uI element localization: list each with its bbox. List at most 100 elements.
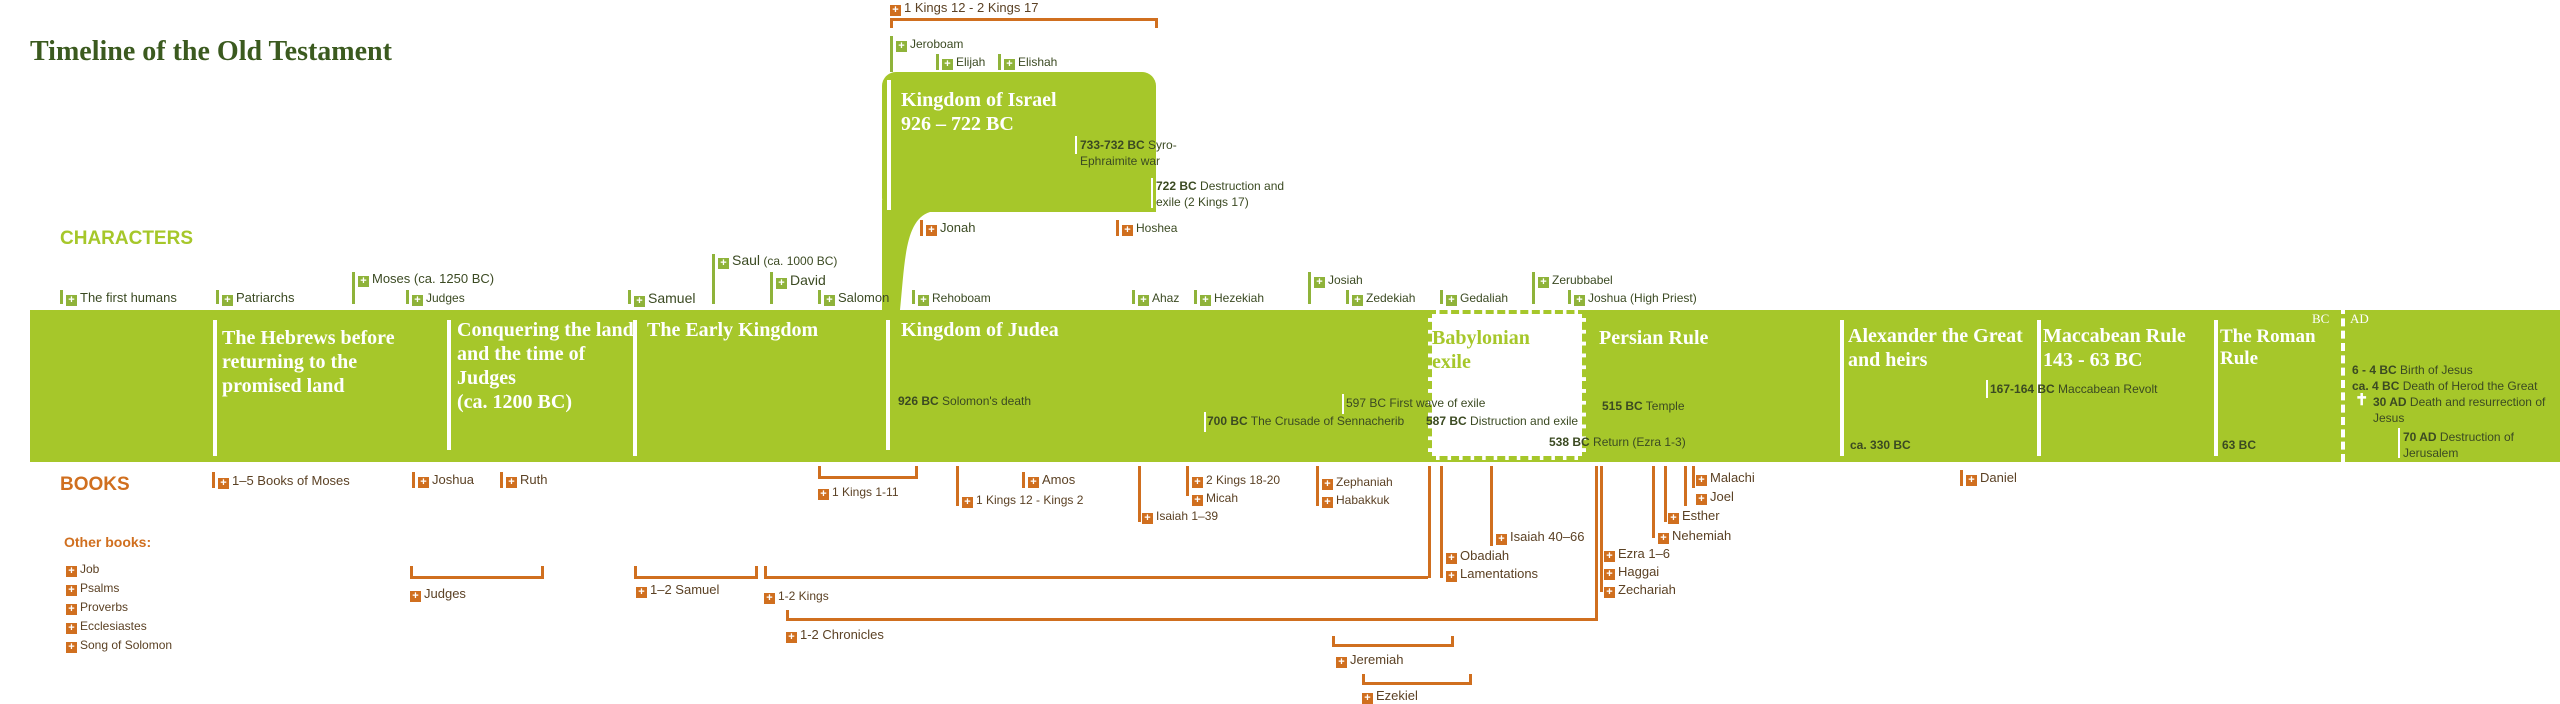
book-malachi[interactable]: +Malachi bbox=[1696, 470, 1755, 486]
plus-icon: + bbox=[222, 295, 233, 306]
bracket-kings-top bbox=[890, 18, 1158, 21]
book-nehemiah[interactable]: +Nehemiah bbox=[1658, 528, 1731, 544]
annotation-63: 63 BC bbox=[2222, 438, 2257, 452]
character-josiah[interactable]: +Josiah bbox=[1314, 272, 1363, 288]
character-hezekiah[interactable]: +Hezekiah bbox=[1200, 290, 1264, 306]
plus-icon: + bbox=[1192, 495, 1203, 506]
plus-icon: + bbox=[1028, 477, 1039, 488]
character-gedaliah[interactable]: +Gedaliah bbox=[1446, 290, 1508, 306]
character-moses[interactable]: +Moses (ca. 1250 BC) bbox=[358, 271, 494, 287]
plus-icon: + bbox=[1668, 513, 1679, 524]
tick bbox=[998, 54, 1001, 70]
book-joel[interactable]: +Joel bbox=[1696, 489, 1734, 505]
character-hoshea[interactable]: +Hoshea bbox=[1122, 220, 1177, 236]
annotation-destruction: 70 AD Destruction of Jerusalem bbox=[2403, 430, 2514, 460]
book-kings1-11[interactable]: +1 Kings 1-11 bbox=[818, 484, 899, 500]
character-ahaz[interactable]: +Ahaz bbox=[1138, 290, 1179, 306]
bracket-end bbox=[1332, 636, 1335, 646]
divider bbox=[2037, 320, 2041, 456]
book-lamentations[interactable]: +Lamentations bbox=[1446, 566, 1538, 582]
period-early-kingdom: The Early Kingdom bbox=[647, 319, 819, 341]
book-zechariah[interactable]: +Zechariah bbox=[1604, 582, 1676, 598]
plus-icon: + bbox=[1604, 551, 1615, 562]
tick bbox=[712, 254, 715, 304]
other-book-item[interactable]: +Song of Solomon bbox=[66, 636, 172, 655]
book-jeremiah[interactable]: +Jeremiah bbox=[1336, 652, 1403, 668]
tick bbox=[1308, 272, 1311, 304]
character-elijah[interactable]: +Elijah bbox=[942, 54, 985, 70]
divider bbox=[887, 80, 891, 210]
book-kings-top[interactable]: +1 Kings 12 - 2 Kings 17 bbox=[890, 0, 1038, 16]
bracket-end bbox=[1451, 636, 1454, 646]
book-haggai[interactable]: +Haggai bbox=[1604, 564, 1659, 580]
book-daniel[interactable]: +Daniel bbox=[1966, 470, 2017, 486]
annotation-538: 538 BC Return (Ezra 1-3) bbox=[1549, 435, 1686, 449]
book-moses[interactable]: +1–5 Books of Moses bbox=[218, 473, 350, 489]
period-persian: Persian Rule bbox=[1599, 327, 1709, 349]
other-book-item[interactable]: +Ecclesiastes bbox=[66, 617, 172, 636]
character-jeroboam[interactable]: +Jeroboam bbox=[896, 36, 963, 52]
character-samuel[interactable]: +Samuel bbox=[634, 290, 695, 307]
character-joshua-hp[interactable]: +Joshua (High Priest) bbox=[1574, 290, 1697, 306]
book-habakkuk[interactable]: +Habakkuk bbox=[1322, 492, 1389, 508]
plus-icon: + bbox=[1362, 693, 1373, 704]
book-obadiah[interactable]: +Obadiah bbox=[1446, 548, 1509, 564]
character-zedekiah[interactable]: +Zedekiah bbox=[1352, 290, 1415, 306]
annotation-syro: 733-732 BC Syro-Ephraimite war bbox=[1080, 138, 1177, 168]
book-kings12[interactable]: +1 Kings 12 - Kings 2 bbox=[962, 492, 1083, 508]
other-book-item[interactable]: +Psalms bbox=[66, 579, 172, 598]
character-saul[interactable]: +Saul (ca. 1000 BC) bbox=[718, 252, 837, 269]
book-isaiah1[interactable]: +Isaiah 1–39 bbox=[1142, 508, 1218, 524]
book-ezekiel[interactable]: +Ezekiel bbox=[1362, 688, 1418, 704]
bracket-samuel bbox=[634, 576, 758, 579]
bracket-end bbox=[634, 566, 637, 578]
book-esther[interactable]: +Esther bbox=[1668, 508, 1720, 524]
plus-icon: + bbox=[1446, 295, 1457, 306]
book-zephaniah[interactable]: +Zephaniah bbox=[1322, 474, 1393, 490]
character-zerubbabel[interactable]: +Zerubbabel bbox=[1538, 272, 1613, 288]
character-jonah[interactable]: +Jonah bbox=[926, 220, 975, 236]
other-book-item[interactable]: +Job bbox=[66, 560, 172, 579]
bc-label: BC bbox=[2312, 311, 2330, 326]
character-first-humans[interactable]: +The first humans bbox=[66, 290, 177, 306]
divider bbox=[213, 320, 217, 456]
plus-icon: + bbox=[66, 566, 77, 577]
book-amos[interactable]: +Amos bbox=[1028, 472, 1075, 488]
book-isaiah40[interactable]: +Isaiah 40–66 bbox=[1496, 529, 1584, 545]
tick bbox=[1664, 466, 1667, 522]
book-kings[interactable]: +1-2 Kings bbox=[764, 588, 829, 604]
character-patriarchs[interactable]: +Patriarchs bbox=[222, 290, 295, 306]
plus-icon: + bbox=[786, 632, 797, 643]
character-judges[interactable]: +Judges bbox=[412, 290, 465, 306]
character-salomon[interactable]: +Salomon bbox=[824, 290, 889, 306]
plus-icon: + bbox=[66, 642, 77, 653]
ad-label: AD bbox=[2350, 311, 2369, 326]
tick bbox=[920, 220, 923, 236]
book-judges[interactable]: +Judges bbox=[410, 586, 466, 602]
book-ezra[interactable]: +Ezra 1–6 bbox=[1604, 546, 1670, 562]
book-samuel[interactable]: +1–2 Samuel bbox=[636, 582, 719, 598]
book-chronicles[interactable]: +1-2 Chronicles bbox=[786, 627, 884, 643]
book-joshua[interactable]: +Joshua bbox=[418, 472, 474, 488]
plus-icon: + bbox=[1604, 587, 1615, 598]
tick bbox=[1186, 466, 1189, 496]
character-david[interactable]: +David bbox=[776, 272, 826, 289]
book-kings18[interactable]: +2 Kings 18-20 bbox=[1192, 472, 1280, 488]
character-rehoboam[interactable]: +Rehoboam bbox=[918, 290, 991, 306]
other-book-item[interactable]: +Proverbs bbox=[66, 598, 172, 617]
book-ruth[interactable]: +Ruth bbox=[506, 472, 547, 488]
plus-icon: + bbox=[358, 276, 369, 287]
book-micah[interactable]: +Micah bbox=[1192, 490, 1238, 506]
plus-icon: + bbox=[66, 604, 77, 615]
annotation-resurrection: 30 AD Death and resurrection of Jesus bbox=[2373, 395, 2546, 425]
tick bbox=[1194, 290, 1197, 304]
period-judea: Kingdom of Judea bbox=[901, 319, 1059, 341]
tick bbox=[1132, 290, 1135, 304]
plus-icon: + bbox=[1122, 225, 1133, 236]
tick bbox=[1568, 290, 1571, 304]
plus-icon: + bbox=[1658, 533, 1669, 544]
plus-icon: + bbox=[890, 5, 901, 16]
plus-icon: + bbox=[1322, 497, 1333, 508]
character-elishah[interactable]: +Elishah bbox=[1004, 54, 1057, 70]
